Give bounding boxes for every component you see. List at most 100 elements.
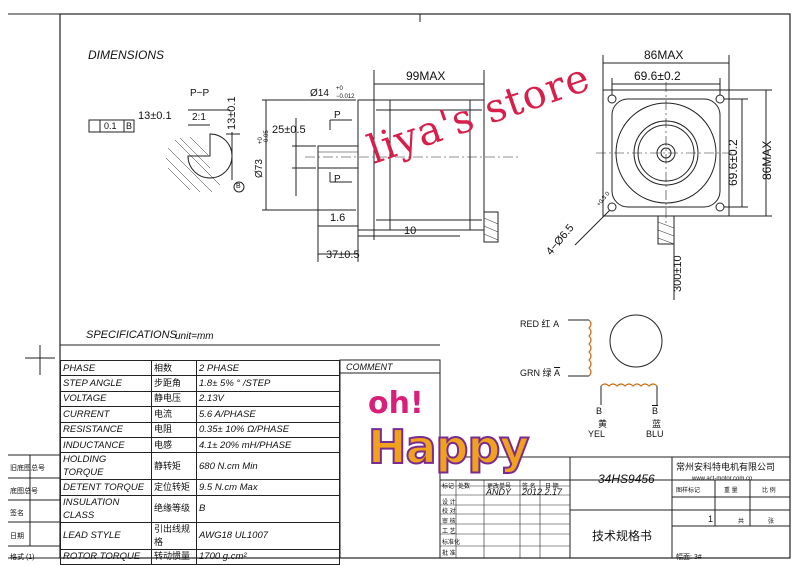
wire-green: GRN 绿 A	[520, 368, 561, 378]
boss-tol-bottom: -0.05	[264, 130, 270, 144]
spec-cn: 电流	[151, 406, 197, 423]
wire-blue-cn: 蓝	[652, 419, 662, 429]
spec-value: 2.13V	[196, 390, 340, 408]
margin-signature: 签名	[10, 510, 24, 517]
section-scale: 2:1	[192, 112, 206, 123]
hole-spacing: 69.6±0.2	[634, 69, 681, 83]
spec-cn: 转动惯量	[151, 548, 197, 565]
tb-process: 工 艺	[442, 529, 456, 535]
sheet-of: 共	[738, 519, 745, 525]
company-website: www.act-motor.com.cn	[692, 476, 753, 482]
boss-diameter: Ø73	[254, 159, 265, 178]
spec-name: RESISTANCE	[60, 421, 152, 438]
spec-value: 1700 g.cm²	[196, 548, 340, 565]
margin-drawing-no: 底图总号	[10, 488, 38, 495]
sticker-happy: Happy	[367, 419, 530, 475]
unit-label: unit=mm	[175, 331, 214, 342]
shaft-tol-top: +0	[336, 86, 343, 92]
section-label: P−P	[190, 88, 210, 99]
spec-value: 2 PHASE	[196, 359, 340, 377]
spec-value: 680 N.cm Min	[196, 452, 340, 481]
spec-name: ROTOR TORQUE	[60, 548, 152, 565]
shaft-length-25: 25±0.5	[272, 124, 306, 136]
margin-date: 日期	[10, 533, 24, 540]
spec-name: CURRENT	[60, 406, 152, 423]
spec-cn: 定位转矩	[151, 479, 197, 496]
spec-cn: 电感	[151, 436, 197, 454]
wire-yellow-cn: 黄	[598, 419, 608, 429]
spec-cn: 电阻	[151, 421, 197, 438]
tb-sign: 签 名	[522, 484, 536, 490]
lead-length: 300±10	[672, 255, 684, 292]
tb-scale: 比 例	[762, 488, 776, 494]
doc-title: 技术规格书	[592, 529, 653, 543]
spec-value: 0.35± 10% Ω/PHASE	[196, 421, 340, 438]
wire-red: RED 红 A	[520, 319, 560, 329]
spec-name: STEP ANGLE	[60, 375, 152, 392]
spec-name: INDUCTANCE	[60, 436, 152, 454]
spec-value: AWG18 UL1007	[196, 521, 340, 550]
wire-b: B	[596, 406, 603, 416]
wire-blue: BLU	[646, 429, 664, 439]
spec-cn: 相数	[151, 359, 197, 377]
tb-approve: 批 准	[442, 551, 456, 557]
tb-weight: 重 量	[724, 488, 738, 494]
spec-cn: 静转矩	[151, 452, 197, 481]
tb-date: 日 期	[545, 484, 559, 490]
margin-format: 格式 (1)	[10, 554, 35, 561]
dim-13-vertical: 13±0.1	[226, 96, 238, 130]
sticker-oh: oh!	[368, 386, 424, 421]
spec-value: 4.1± 20% mH/PHASE	[196, 436, 340, 454]
spec-value: 1.8± 5% ° /STEP	[196, 375, 340, 392]
flatness-tolerance: 0.1	[104, 121, 117, 131]
hole-spacing-vertical: 69.6±0.2	[726, 139, 740, 186]
spec-value: B	[196, 494, 340, 523]
tb-count: 处数	[458, 484, 471, 490]
spec-cn: 绝缘等级	[151, 494, 197, 523]
spec-name: LEAD STYLE	[60, 521, 152, 550]
section-p-top: P	[334, 110, 341, 121]
margin-old-drawing-no: 旧底图总号	[10, 465, 45, 472]
spec-name: HOLDING TORQUE	[60, 452, 152, 481]
design-date: 2012.2.17	[522, 487, 563, 497]
tb-review: 审 核	[442, 519, 456, 525]
specifications-heading: SPECIFICATIONS	[86, 329, 177, 341]
flatness-datum: B	[126, 121, 133, 131]
dim-10: 10	[404, 225, 417, 237]
spec-name: VOLTAGE	[60, 390, 152, 408]
wire-bbar: B	[652, 406, 659, 416]
spec-cn: 步距角	[151, 375, 197, 392]
spec-name: DETENT TORQUE	[60, 479, 152, 496]
tb-check: 校 对	[442, 509, 456, 515]
height-max: 86MAX	[760, 140, 774, 180]
section-p-bottom: P	[334, 174, 341, 185]
oh-badge: oh!	[368, 380, 438, 424]
spec-cn: 静电压	[151, 390, 197, 408]
spec-value: 9.5 N.cm Max	[196, 479, 340, 496]
datum-b-label: B	[236, 183, 241, 190]
sheet-number: 1	[708, 514, 714, 524]
sheet-format: 幅面: 3#	[676, 554, 702, 561]
designer: ANDY	[486, 487, 512, 497]
shaft-diameter: Ø14	[310, 88, 329, 99]
spec-value: 5.6 A/PHASE	[196, 406, 340, 423]
dim-13-horizontal: 13±0.1	[138, 110, 172, 122]
model-number: 34HS9456	[598, 472, 655, 486]
tb-change-no: 更改单号	[487, 484, 512, 490]
sheet-unit: 张	[768, 519, 775, 525]
width-max: 86MAX	[644, 48, 684, 62]
tb-drawing-mark: 图样标记	[676, 488, 701, 494]
tb-standard: 标准化	[442, 540, 461, 546]
